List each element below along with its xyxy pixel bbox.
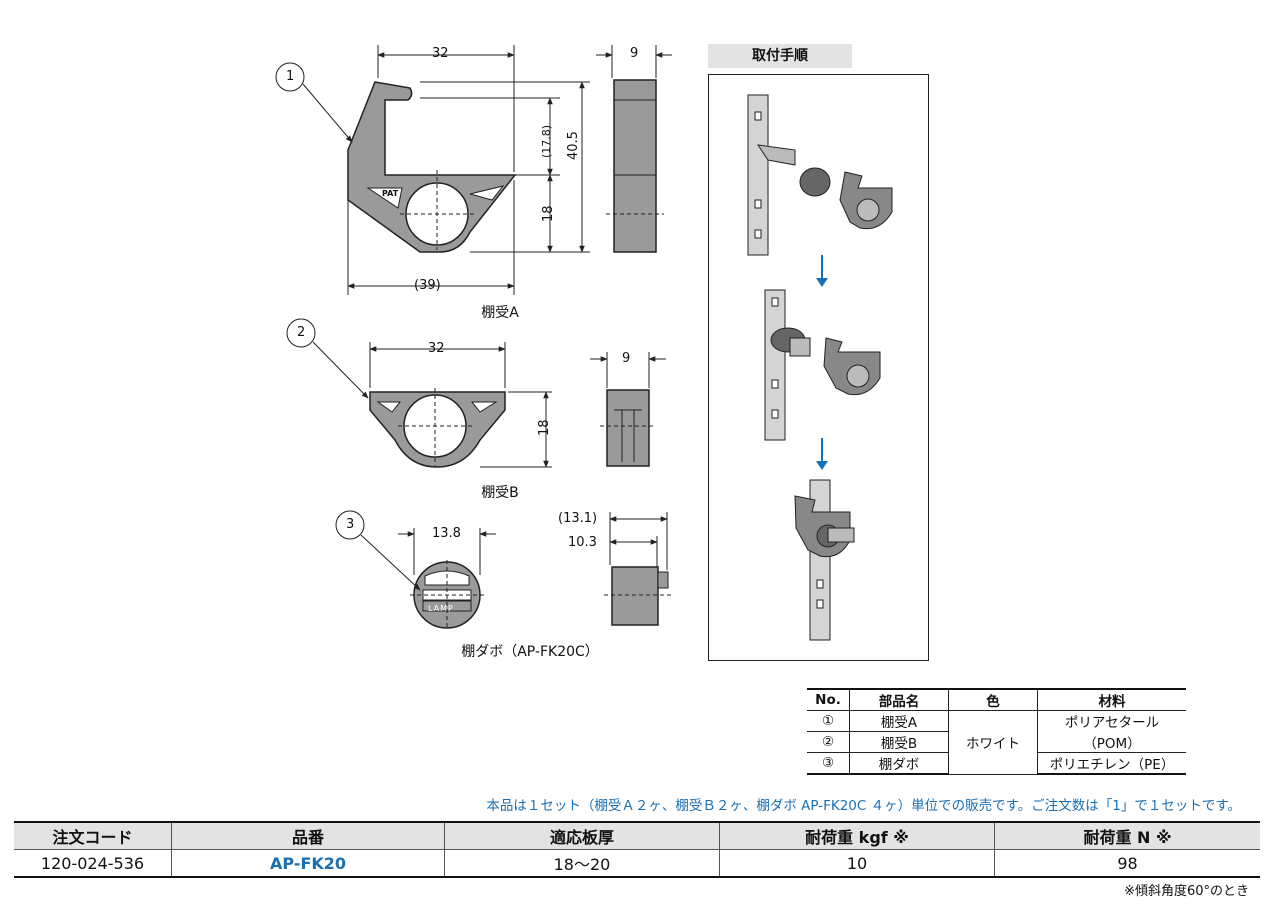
row-name: 棚受B [849,731,949,753]
dim-b-thickness: 9 [622,351,631,366]
angle-footnote: ※傾斜角度60°のとき [1124,884,1249,899]
callout-3: 3 [346,517,355,532]
col-no: No. [807,688,850,711]
bracket-b-front-view [369,388,506,468]
table-row: ② 棚受B （POM） [807,731,1186,753]
parts-header-row: No. 部品名 色 材料 [807,688,1186,711]
board-thickness: 18～20 [444,849,720,878]
material-pom-2: （POM） [1037,731,1186,753]
dim-b-width: 32 [428,341,445,356]
bracket-a-front-view [347,81,517,253]
dim-dowel-length: 10.3 [568,535,597,550]
material-pom-1: ポリアセタール [1037,710,1186,732]
callout-2: 2 [297,325,306,340]
pat-mark: PAT [382,189,399,198]
table-row: ① 棚受A ホワイト ポリアセタール [807,710,1186,775]
caption-bracket-a: 棚受A [481,305,519,321]
dim-dowel-length-total: (13.1) [558,511,598,526]
dim-a-upper: (17.8) [540,124,553,158]
col-part-number: 品番 [171,821,445,850]
caption-bracket-b: 棚受B [481,485,519,501]
load-n: 98 [994,849,1260,878]
dim-a-lower: 18 [541,205,556,222]
dim-b-height: 18 [537,419,552,436]
col-part-name: 部品名 [849,688,949,711]
procedure-title: 取付手順 [708,44,852,68]
dim-a-width-total: (39) [414,278,441,293]
col-material: 材料 [1037,688,1186,711]
caption-dowel: 棚ダボ（AP-FK20C） [461,644,599,660]
col-color: 色 [948,688,1038,711]
color-cell: ホワイト [948,710,1038,775]
bracket-b-side-view [600,389,656,467]
col-board-thickness: 適応板厚 [444,821,720,850]
dim-a-thickness: 9 [630,46,639,61]
parts-table: No. 部品名 色 材料 ① 棚受A ホワイト ポリアセタール ② 棚受B （P… [807,688,1186,775]
bracket-b-callout [286,318,369,399]
material-pe: ポリエチレン（PE） [1037,752,1186,775]
dim-a-width: 32 [432,46,449,61]
col-load-kgf: 耐荷重 kgf ※ [719,821,995,850]
dowel-callout [335,510,421,591]
procedure-arrow-1 [816,255,828,287]
table-row: ③ 棚ダボ ポリエチレン（PE） [807,752,1186,775]
bracket-a-callout [275,62,353,143]
procedure-step-3 [794,479,855,641]
procedure-arrow-2 [816,438,828,470]
row-no: ③ [807,752,850,775]
dowel-front-view [410,560,484,630]
procedure-panel [708,74,929,661]
bracket-a-side-view [606,79,664,253]
load-kgf: 10 [719,849,995,878]
bracket-b-dimensions [369,342,666,468]
row-name: 棚受A [849,710,949,732]
row-no: ② [807,731,850,753]
part-number-link[interactable]: AP-FK20 [171,849,445,878]
callout-1: 1 [286,69,295,84]
order-header-row: 注文コード 品番 適応板厚 耐荷重 kgf ※ 耐荷重 N ※ [14,821,1260,850]
dowel-side-view [604,566,672,626]
order-code[interactable]: 120-024-536 [14,849,172,878]
procedure-step-2 [764,289,881,441]
dowel-dimensions [398,512,668,575]
col-order-code: 注文コード [14,821,172,850]
procedure-step-1 [747,94,893,256]
dim-a-height: 40.5 [566,131,581,160]
lamp-mark: LAMP [428,604,454,613]
bracket-a-dimensions [347,45,672,295]
row-name: 棚ダボ [849,752,949,775]
sale-note: 本品は１セット（棚受Ａ２ヶ、棚受Ｂ２ヶ、棚ダボ AP-FK20C ４ヶ）単位での… [486,798,1241,814]
row-no: ① [807,710,850,732]
order-table: 注文コード 品番 適応板厚 耐荷重 kgf ※ 耐荷重 N ※ 120-024-… [14,821,1260,878]
table-row: 120-024-536 AP-FK20 18～20 10 98 [14,849,1260,878]
dim-dowel-diameter: 13.8 [432,526,461,541]
col-load-n: 耐荷重 N ※ [994,821,1260,850]
